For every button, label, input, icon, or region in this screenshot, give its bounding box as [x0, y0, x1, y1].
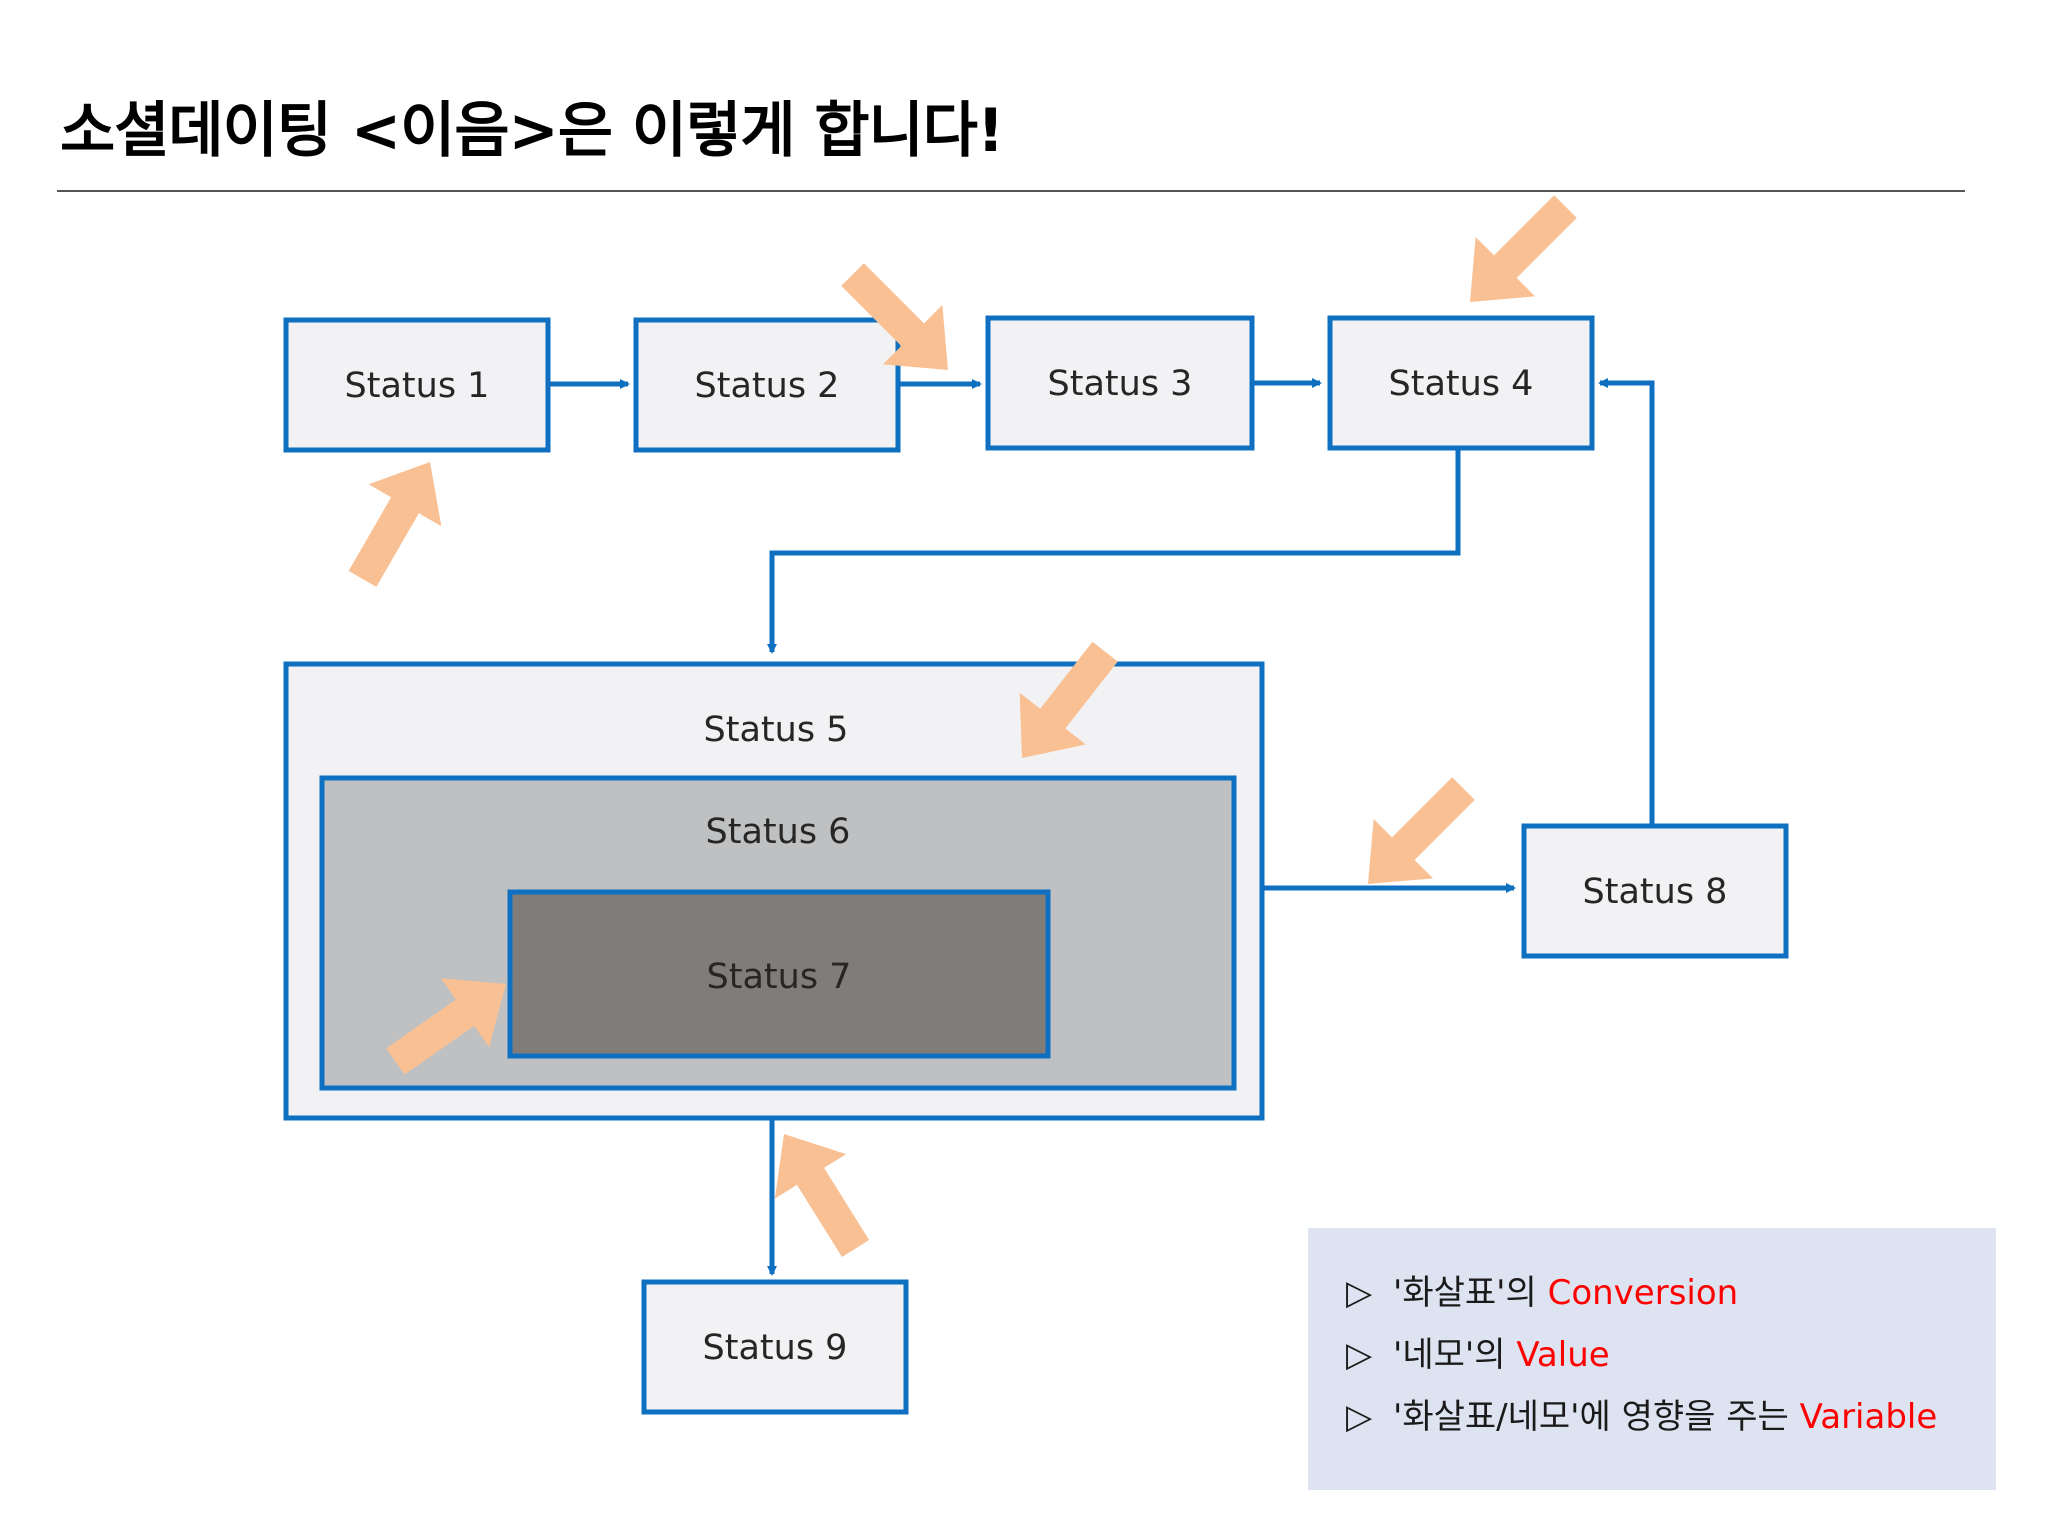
status-label-4: Status 4 — [1389, 364, 1534, 404]
legend-item-1: ▷ '화살표'의 Conversion — [1346, 1273, 1738, 1313]
status-label-8: Status 8 — [1583, 872, 1728, 912]
status-label-2: Status 2 — [695, 366, 840, 406]
connector-s8-s4 — [1598, 378, 1655, 824]
legend-text-2: '네모'의 — [1393, 1335, 1516, 1375]
status-box-9 — [641, 1279, 909, 1415]
status-label-6: Status 6 — [706, 812, 851, 852]
status-box-layer: Status 1 Status 2 Status 3 Status 4 Stat… — [283, 315, 1789, 1415]
highlight-arrow-status-1 — [348, 462, 442, 587]
legend-bullet-3: ▷ — [1346, 1397, 1373, 1437]
status-label-5: Status 5 — [704, 710, 849, 750]
slide-title: 소셜데이팅 <이음>은 이렇게 합니다! — [60, 96, 1004, 166]
connector-s4-s5 — [767, 448, 1461, 654]
legend-text-1: '화살표'의 — [1393, 1273, 1548, 1313]
status-box-4 — [1327, 315, 1595, 451]
legend-background — [1308, 1228, 1996, 1490]
status-label-9: Status 9 — [703, 1328, 848, 1368]
status-box-1 — [283, 317, 551, 453]
legend-bullet-2: ▷ — [1346, 1335, 1373, 1375]
highlight-arrow-status-7 — [386, 978, 506, 1075]
status-box-3 — [985, 315, 1255, 451]
status-box-8 — [1521, 823, 1789, 959]
status-box-2 — [633, 317, 901, 453]
highlight-arrow-status-4 — [1470, 195, 1577, 302]
legend-item-3: ▷ '화살표/네모'에 영향을 주는 Variable — [1346, 1397, 1937, 1437]
legend-text-3: '화살표/네모'에 영향을 주는 — [1393, 1397, 1800, 1437]
connector-layer — [548, 378, 1655, 1276]
status-box-7 — [507, 889, 1051, 1059]
status-label-3: Status 3 — [1048, 364, 1193, 404]
title-divider — [57, 190, 1965, 192]
status-label-1: Status 1 — [345, 366, 490, 406]
legend-item-2: ▷ '네모'의 Value — [1346, 1335, 1610, 1375]
legend-bullet-1: ▷ — [1346, 1273, 1373, 1313]
legend-keyword-1: Conversion — [1548, 1273, 1739, 1313]
legend-keyword-2: Value — [1516, 1335, 1609, 1375]
highlight-arrow-layer — [348, 195, 1577, 1257]
legend-keyword-3: Variable — [1800, 1397, 1938, 1437]
highlight-arrow-status-5 — [1019, 641, 1118, 758]
status-label-7: Status 7 — [707, 957, 852, 997]
highlight-arrow-connector-5-8 — [1368, 777, 1475, 884]
highlight-arrow-connector-2-3 — [841, 263, 948, 370]
highlight-arrow-connector-5-9 — [774, 1134, 870, 1257]
legend-box: ▷ '화살표'의 Conversion ▷ '네모'의 Value ▷ '화살표… — [1308, 1228, 1996, 1490]
